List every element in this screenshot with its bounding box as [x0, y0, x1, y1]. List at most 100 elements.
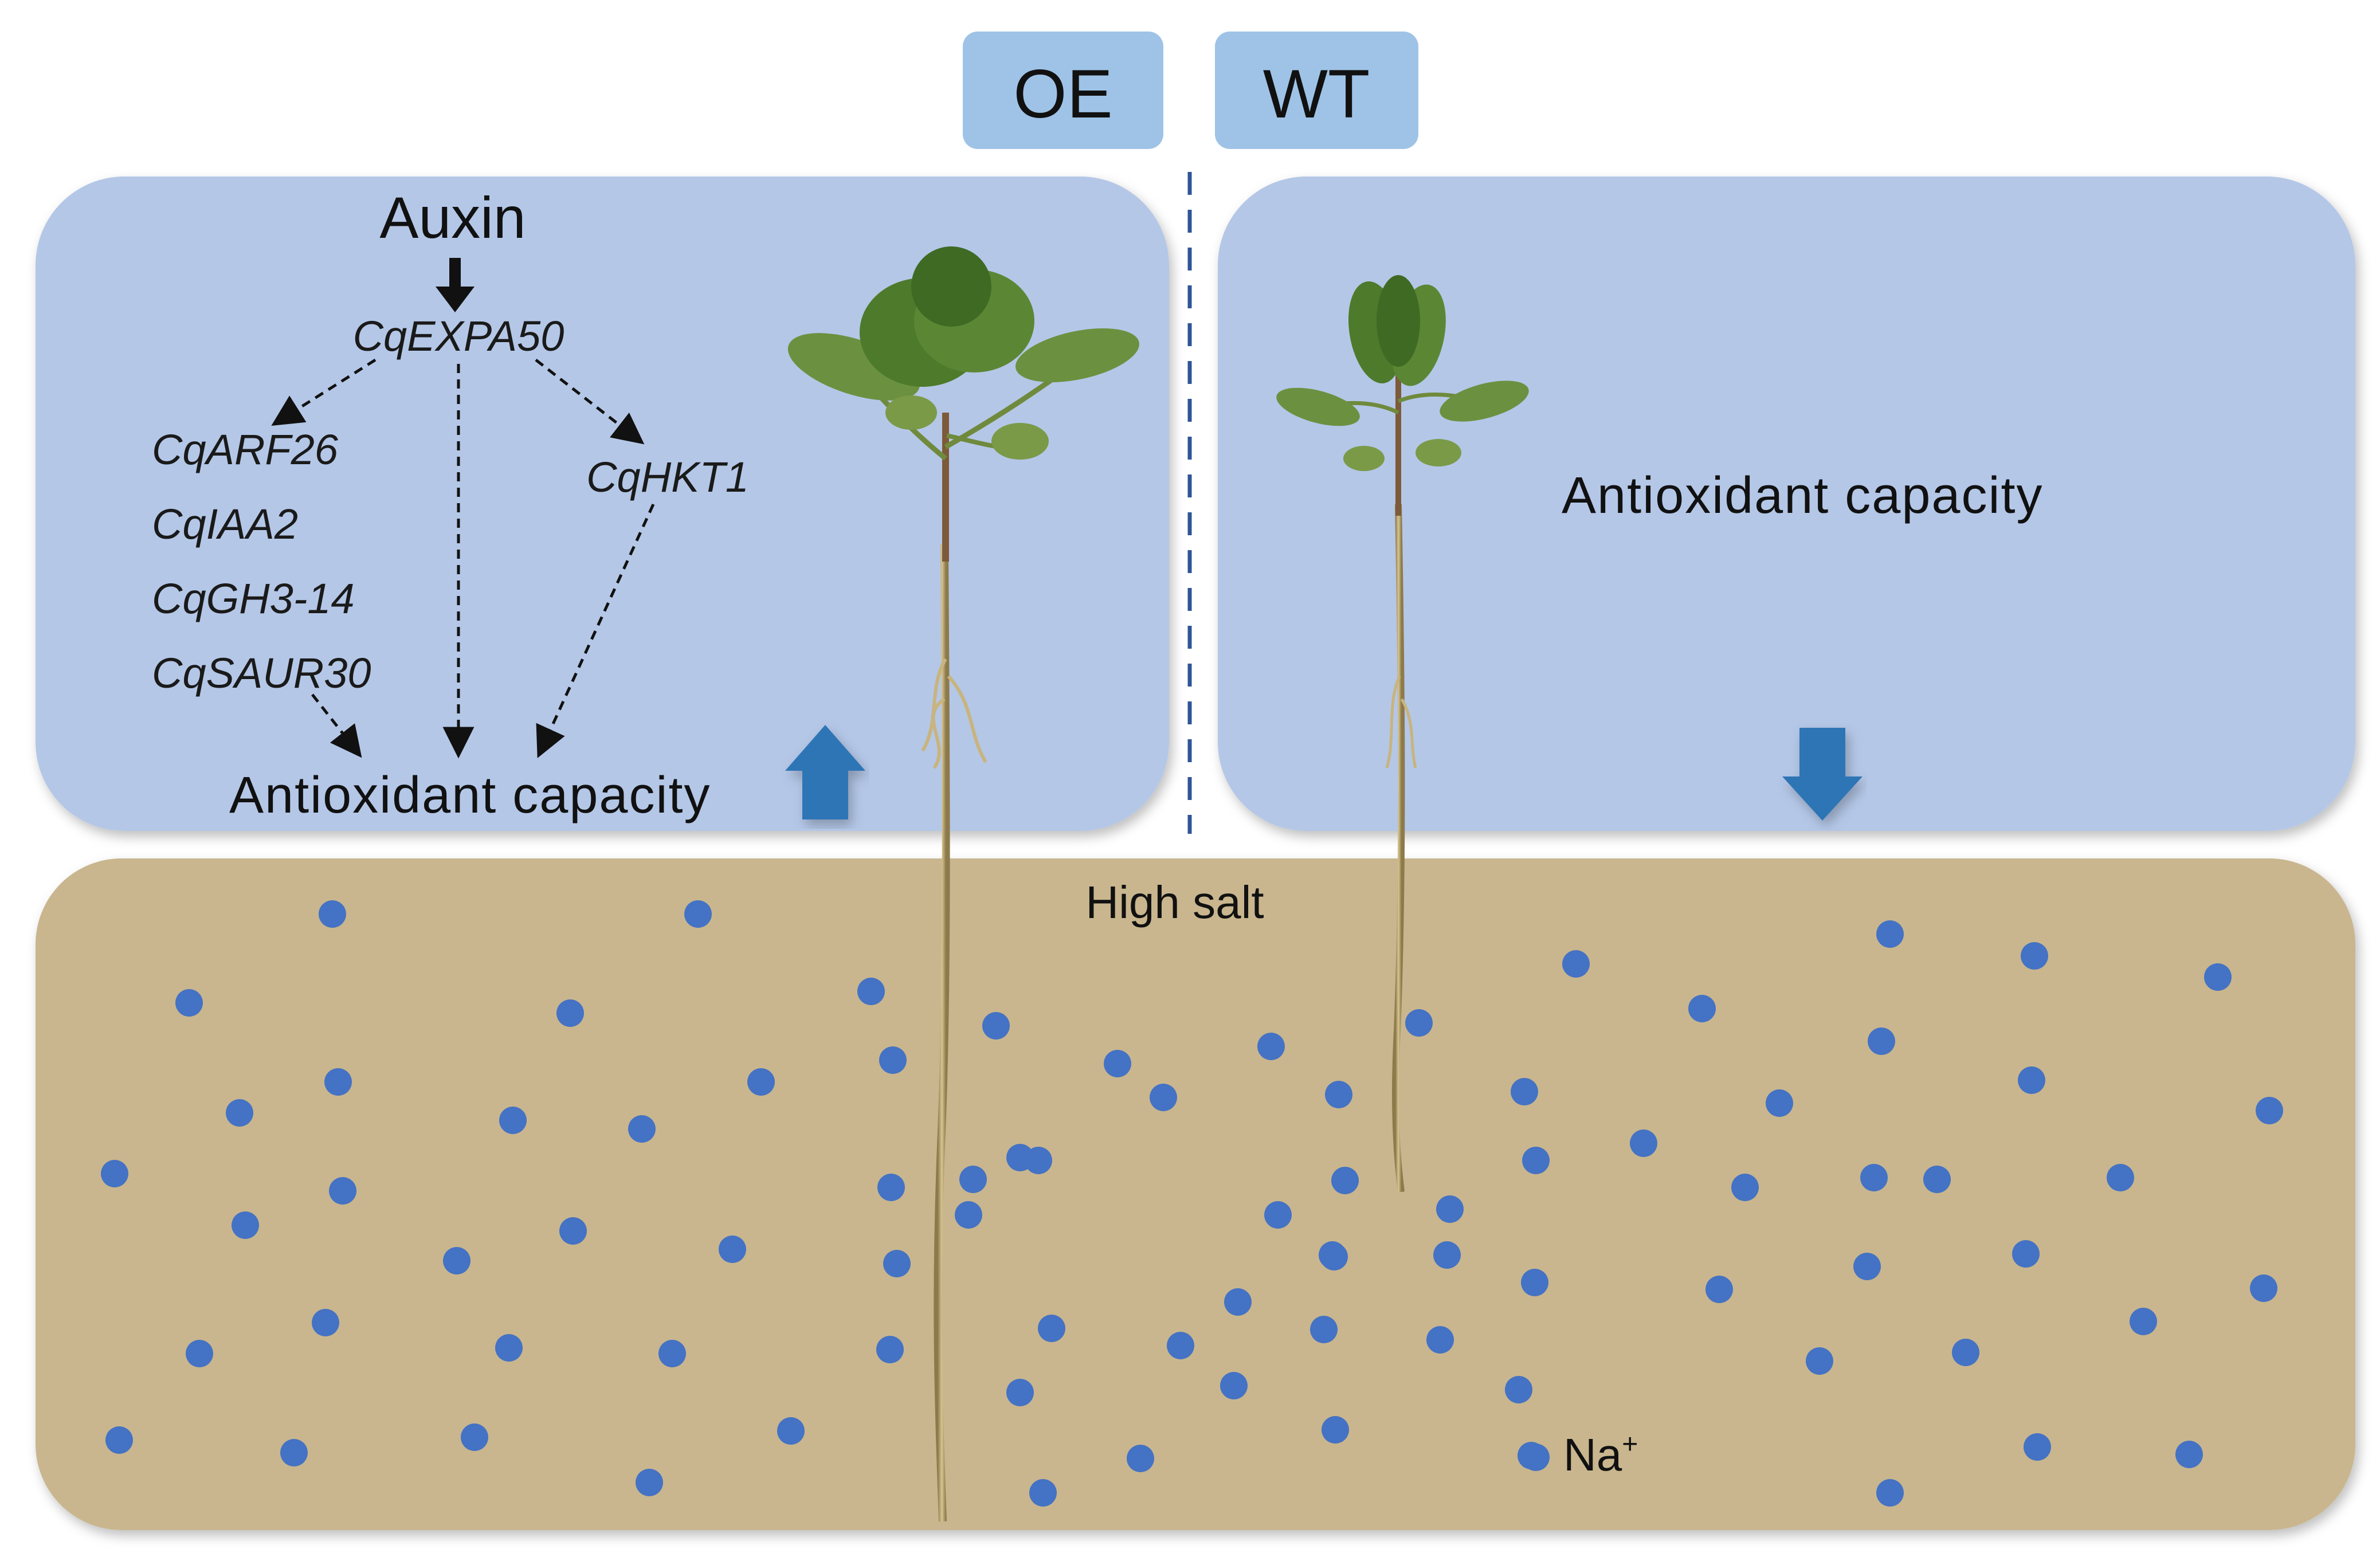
sodium-ion-dot	[105, 1426, 133, 1454]
sodium-ion-dot	[883, 1250, 911, 1277]
sodium-ion-dot	[1224, 1288, 1252, 1316]
oe-pathway: Auxin CqEXPA50 CqARF26 CqIAA2 CqGH3-14 C…	[152, 185, 865, 824]
sodium-ion-dot	[1952, 1339, 1979, 1366]
sodium-ion-dot	[324, 1068, 352, 1096]
sodium-ion-dot	[1264, 1201, 1292, 1229]
sodium-ion-dot	[1705, 1276, 1733, 1303]
sodium-ion-dot	[319, 900, 346, 928]
sodium-ion-dot	[1868, 1027, 1895, 1055]
sodium-ion-dot	[1320, 1243, 1348, 1270]
gene-cqarf26: CqARF26	[152, 426, 339, 473]
sodium-ion-dot	[1220, 1372, 1248, 1399]
sodium-ion-dot	[1511, 1078, 1538, 1105]
gene-cqhkt1: CqHKT1	[586, 453, 749, 501]
sodium-ions	[101, 900, 2283, 1507]
sodium-ion-dot	[658, 1340, 686, 1367]
sodium-ion-dot	[876, 1336, 904, 1363]
sodium-ion-dot	[636, 1469, 663, 1496]
sodium-ion-dot	[2175, 1441, 2203, 1468]
sodium-ion-dot	[959, 1166, 987, 1193]
sodium-ion-dot	[1331, 1167, 1359, 1194]
tab-wt: WT	[1215, 32, 1418, 149]
sodium-ion-text: Na+	[1563, 1429, 1638, 1480]
sodium-ion-dot	[232, 1211, 259, 1239]
sodium-ion-dot	[1426, 1326, 1454, 1354]
sodium-ion-dot	[499, 1107, 527, 1134]
sodium-ion-dot	[628, 1115, 656, 1143]
oe-plant-icon	[787, 246, 1139, 1522]
sodium-ion-dot	[1405, 1009, 1433, 1037]
arrow-expa50-to-arf26	[271, 358, 377, 426]
sodium-ion-dot	[857, 978, 885, 1005]
sodium-ion-dot	[1876, 1479, 1904, 1507]
sodium-ion-dot	[101, 1160, 128, 1187]
sodium-ion-dot	[879, 1046, 907, 1074]
sodium-ion-dot	[877, 1174, 905, 1201]
sodium-ion-dot	[1127, 1445, 1154, 1472]
wt-plant-icon	[1276, 275, 1529, 1193]
sodium-ion-dot	[1923, 1166, 1951, 1193]
sodium-ion-dot	[2024, 1433, 2051, 1461]
sodium-ion-dot	[1688, 995, 1716, 1022]
up-arrow-icon	[785, 725, 865, 819]
sodium-ion-legend-dot	[1518, 1442, 1545, 1469]
soil-panel	[36, 858, 2355, 1530]
wt-panel	[1218, 177, 2355, 831]
sodium-ion-dot	[1766, 1089, 1793, 1117]
arrow-saur30-to-antioxidant	[311, 693, 362, 758]
sodium-ion-dot	[1433, 1241, 1461, 1269]
sodium-ion-dot	[2256, 1097, 2283, 1124]
down-arrow-icon	[1782, 728, 1863, 821]
sodium-ion-dot	[312, 1309, 339, 1336]
sodium-ion-dot	[2021, 942, 2048, 970]
sodium-ion-dot	[1731, 1174, 1759, 1201]
regulation-arrows	[271, 358, 655, 759]
sodium-ion-dot	[1322, 1416, 1349, 1444]
sodium-ion-dot	[1436, 1195, 1464, 1223]
sodium-ion-dot	[1325, 1081, 1352, 1108]
sodium-ion-dot	[186, 1340, 213, 1367]
sodium-ion-dot	[2012, 1240, 2040, 1268]
wt-antioxidant-label: Antioxidant capacity	[1562, 467, 2043, 524]
sodium-ion-dot	[559, 1217, 587, 1245]
sodium-ion-dot	[226, 1099, 253, 1127]
sodium-ion-dot	[1876, 920, 1904, 948]
sodium-ion-dot	[1521, 1269, 1548, 1296]
sodium-ion-dot	[1006, 1144, 1034, 1171]
sodium-ion-dot	[2250, 1274, 2277, 1302]
sodium-ion-dot	[747, 1068, 775, 1096]
sodium-ion-dot	[1006, 1379, 1034, 1406]
sodium-ion-dot	[1806, 1347, 1833, 1375]
gene-cqsaur30: CqSAUR30	[152, 649, 371, 697]
sodium-ion-dot	[2018, 1066, 2045, 1094]
sodium-ion-dot	[1029, 1479, 1057, 1507]
sodium-ion-dot	[1150, 1084, 1177, 1111]
tab-wt-box	[1215, 32, 1418, 149]
sodium-ion-dot	[1630, 1129, 1657, 1157]
gene-cqiaa2: CqIAA2	[152, 500, 298, 548]
tab-oe: OE	[963, 32, 1163, 149]
sodium-ion-dot	[719, 1236, 746, 1263]
sodium-ion-dot	[461, 1423, 488, 1451]
sodium-ion-dot	[1860, 1164, 1888, 1191]
sodium-ion-dot	[175, 989, 203, 1017]
tab-oe-box	[963, 32, 1163, 149]
sodium-ion-dot	[1562, 950, 1590, 978]
gene-cqexpa50: CqEXPA50	[353, 312, 564, 360]
tab-wt-label: WT	[1263, 56, 1370, 132]
sodium-ion-dot	[2107, 1164, 2134, 1191]
sodium-ion-dot	[982, 1012, 1010, 1040]
auxin-down-arrow-icon	[436, 258, 475, 312]
high-salt-label: High salt	[1085, 877, 1264, 928]
sodium-ion-dot	[280, 1439, 308, 1466]
sodium-ion-dot	[556, 999, 584, 1027]
auxin-label: Auxin	[379, 185, 526, 250]
sodium-ion-dot	[1522, 1147, 1550, 1174]
sodium-ion-dot	[1104, 1050, 1131, 1077]
sodium-ion-dot	[1310, 1316, 1338, 1343]
sodium-ion-dot	[1167, 1332, 1194, 1359]
sodium-ion-dot	[495, 1334, 523, 1362]
sodium-ion-dot	[1505, 1376, 1532, 1403]
sodium-ion-dot	[684, 900, 712, 928]
